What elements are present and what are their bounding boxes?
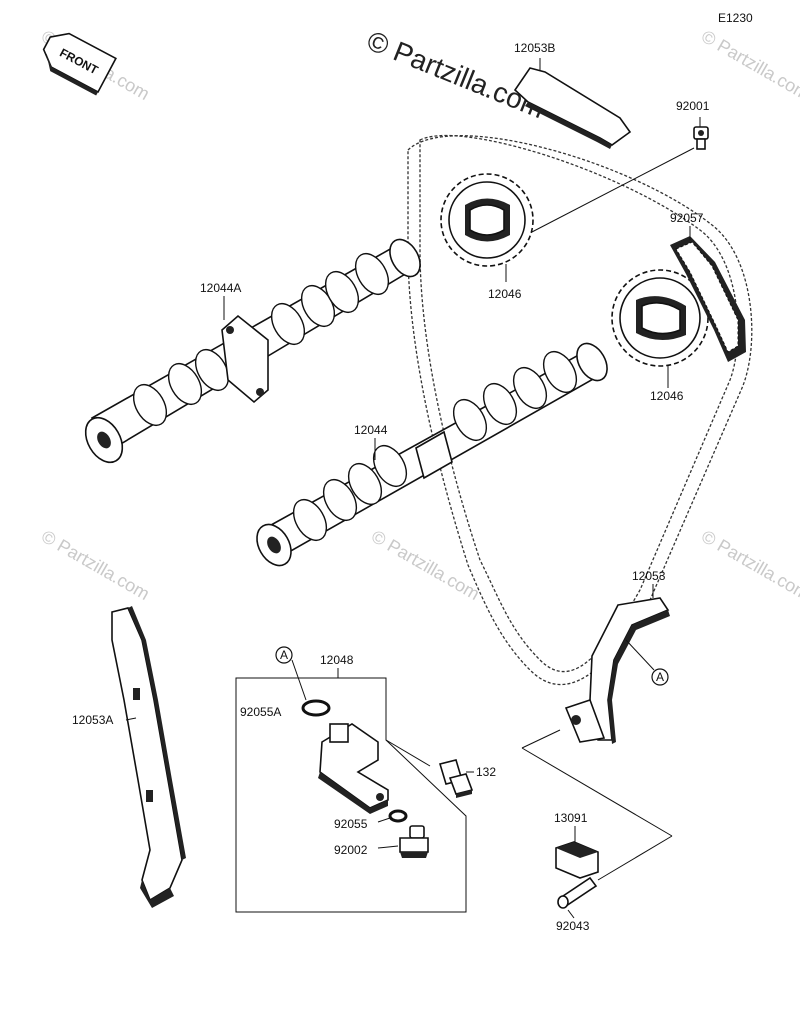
watermark-mid-center: © Partzilla.com <box>368 526 483 604</box>
tensioner-body <box>318 723 389 814</box>
leader-to-13091 <box>521 747 673 837</box>
leader-to-92043 <box>597 835 673 881</box>
label-12044A: 12044A <box>200 281 241 295</box>
plug-92002 <box>399 825 429 858</box>
camshaft-12044 <box>256 342 608 567</box>
diagram-code: E1230 <box>718 11 753 25</box>
leader-12053A <box>125 717 137 721</box>
watermark-main: © Partzilla.com <box>363 25 550 124</box>
label-12048: 12048 <box>320 653 354 667</box>
label-12053B: 12053B <box>514 41 555 55</box>
holder-13091 <box>555 841 599 879</box>
o-ring-92055A <box>301 699 331 717</box>
bolt-132 <box>438 759 474 798</box>
watermark-top-right: © Partzilla.com <box>698 26 800 104</box>
label-92055: 92055 <box>334 817 368 831</box>
svg-text:A: A <box>656 670 664 684</box>
leader-92055 <box>377 817 391 823</box>
bolt-92001 <box>693 126 709 150</box>
label-92043: 92043 <box>556 919 590 933</box>
front-arrow: FRONT <box>42 32 117 96</box>
watermark-mid-left: © Partzilla.com <box>38 526 153 604</box>
watermark-mid-right: © Partzilla.com <box>698 526 800 604</box>
circle-marker-A-left: A <box>275 646 293 664</box>
label-13091: 13091 <box>554 811 588 825</box>
leader-guide-pivot <box>521 729 561 749</box>
label-12053A: 12053A <box>72 713 113 727</box>
chain-guide-12053A <box>111 606 186 908</box>
o-ring-92055 <box>388 809 408 823</box>
leader-A-92055A <box>291 659 307 701</box>
label-92055A: 92055A <box>240 705 281 719</box>
label-12046-right: 12046 <box>650 389 684 403</box>
leader-92002 <box>377 845 399 849</box>
leader-92001-sprocket <box>529 147 695 234</box>
sprocket-12046-top <box>440 173 534 267</box>
label-92001: 92001 <box>676 99 710 113</box>
pin-92043 <box>557 876 598 909</box>
camshaft-12044A <box>84 238 421 464</box>
leader-92043 <box>567 909 575 919</box>
label-92002: 92002 <box>334 843 368 857</box>
tensioner-assembly-box <box>235 668 467 913</box>
label-92057: 92057 <box>670 211 704 225</box>
label-132: 132 <box>476 765 496 779</box>
chain-guide-12053B <box>513 67 632 149</box>
svg-text:A: A <box>280 648 288 662</box>
label-12053: 12053 <box>632 569 666 583</box>
leader-A-right <box>625 639 655 671</box>
chain-92057 <box>670 236 746 362</box>
circle-marker-A-right: A <box>651 668 669 686</box>
label-12046-top: 12046 <box>488 287 522 301</box>
tensioner-guide-12053 <box>564 597 670 744</box>
label-12044: 12044 <box>354 423 388 437</box>
